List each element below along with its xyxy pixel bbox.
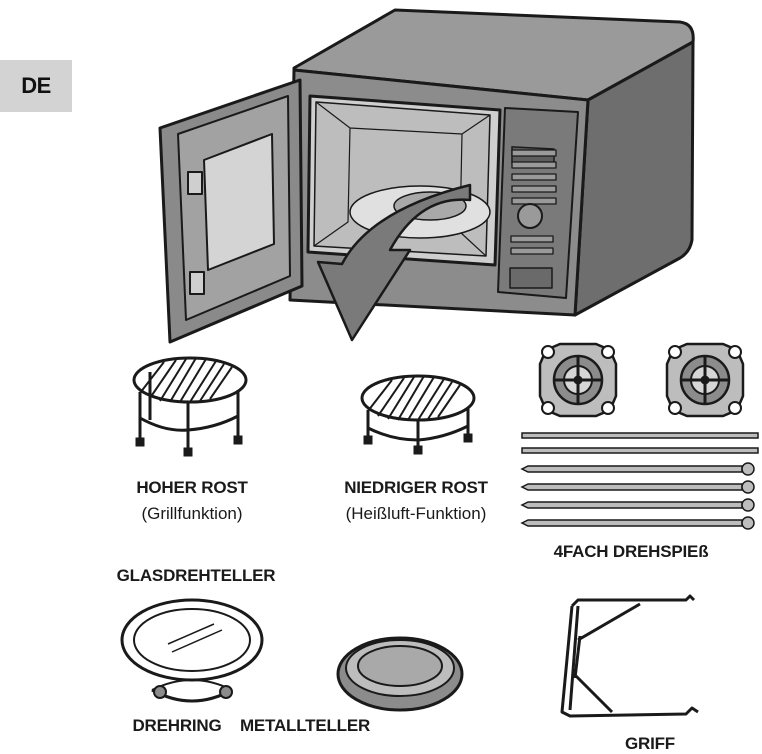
high-rack-icon [132,356,248,457]
glass-tray-label: GLASDREHTELLER [116,566,276,585]
high-rack-label: HOHER ROST [136,478,248,497]
rotisserie-label: 4FACH DREHSPIEß [553,542,709,561]
low-rack-icon [360,374,476,455]
rotisserie-spit-icon [520,432,759,530]
glass-tray-icon [120,598,264,703]
low-rack-label: NIEDRIGER ROST [344,478,488,497]
rotating-ring-label: DREHRING [132,716,222,735]
language-tab: DE [0,60,72,112]
handle-label: GRIFF [625,734,675,753]
microwave-icon [158,8,695,344]
low-rack-note: (Heißluft-Funktion) [345,504,487,523]
rotisserie-fork-icon [538,342,745,418]
curved-arrow-icon [316,183,472,342]
metal-plate-label: METALLTELLER [239,716,371,735]
handle-icon [560,594,699,718]
metal-plate-icon [336,636,464,712]
high-rack-note: (Grillfunktion) [141,504,243,523]
